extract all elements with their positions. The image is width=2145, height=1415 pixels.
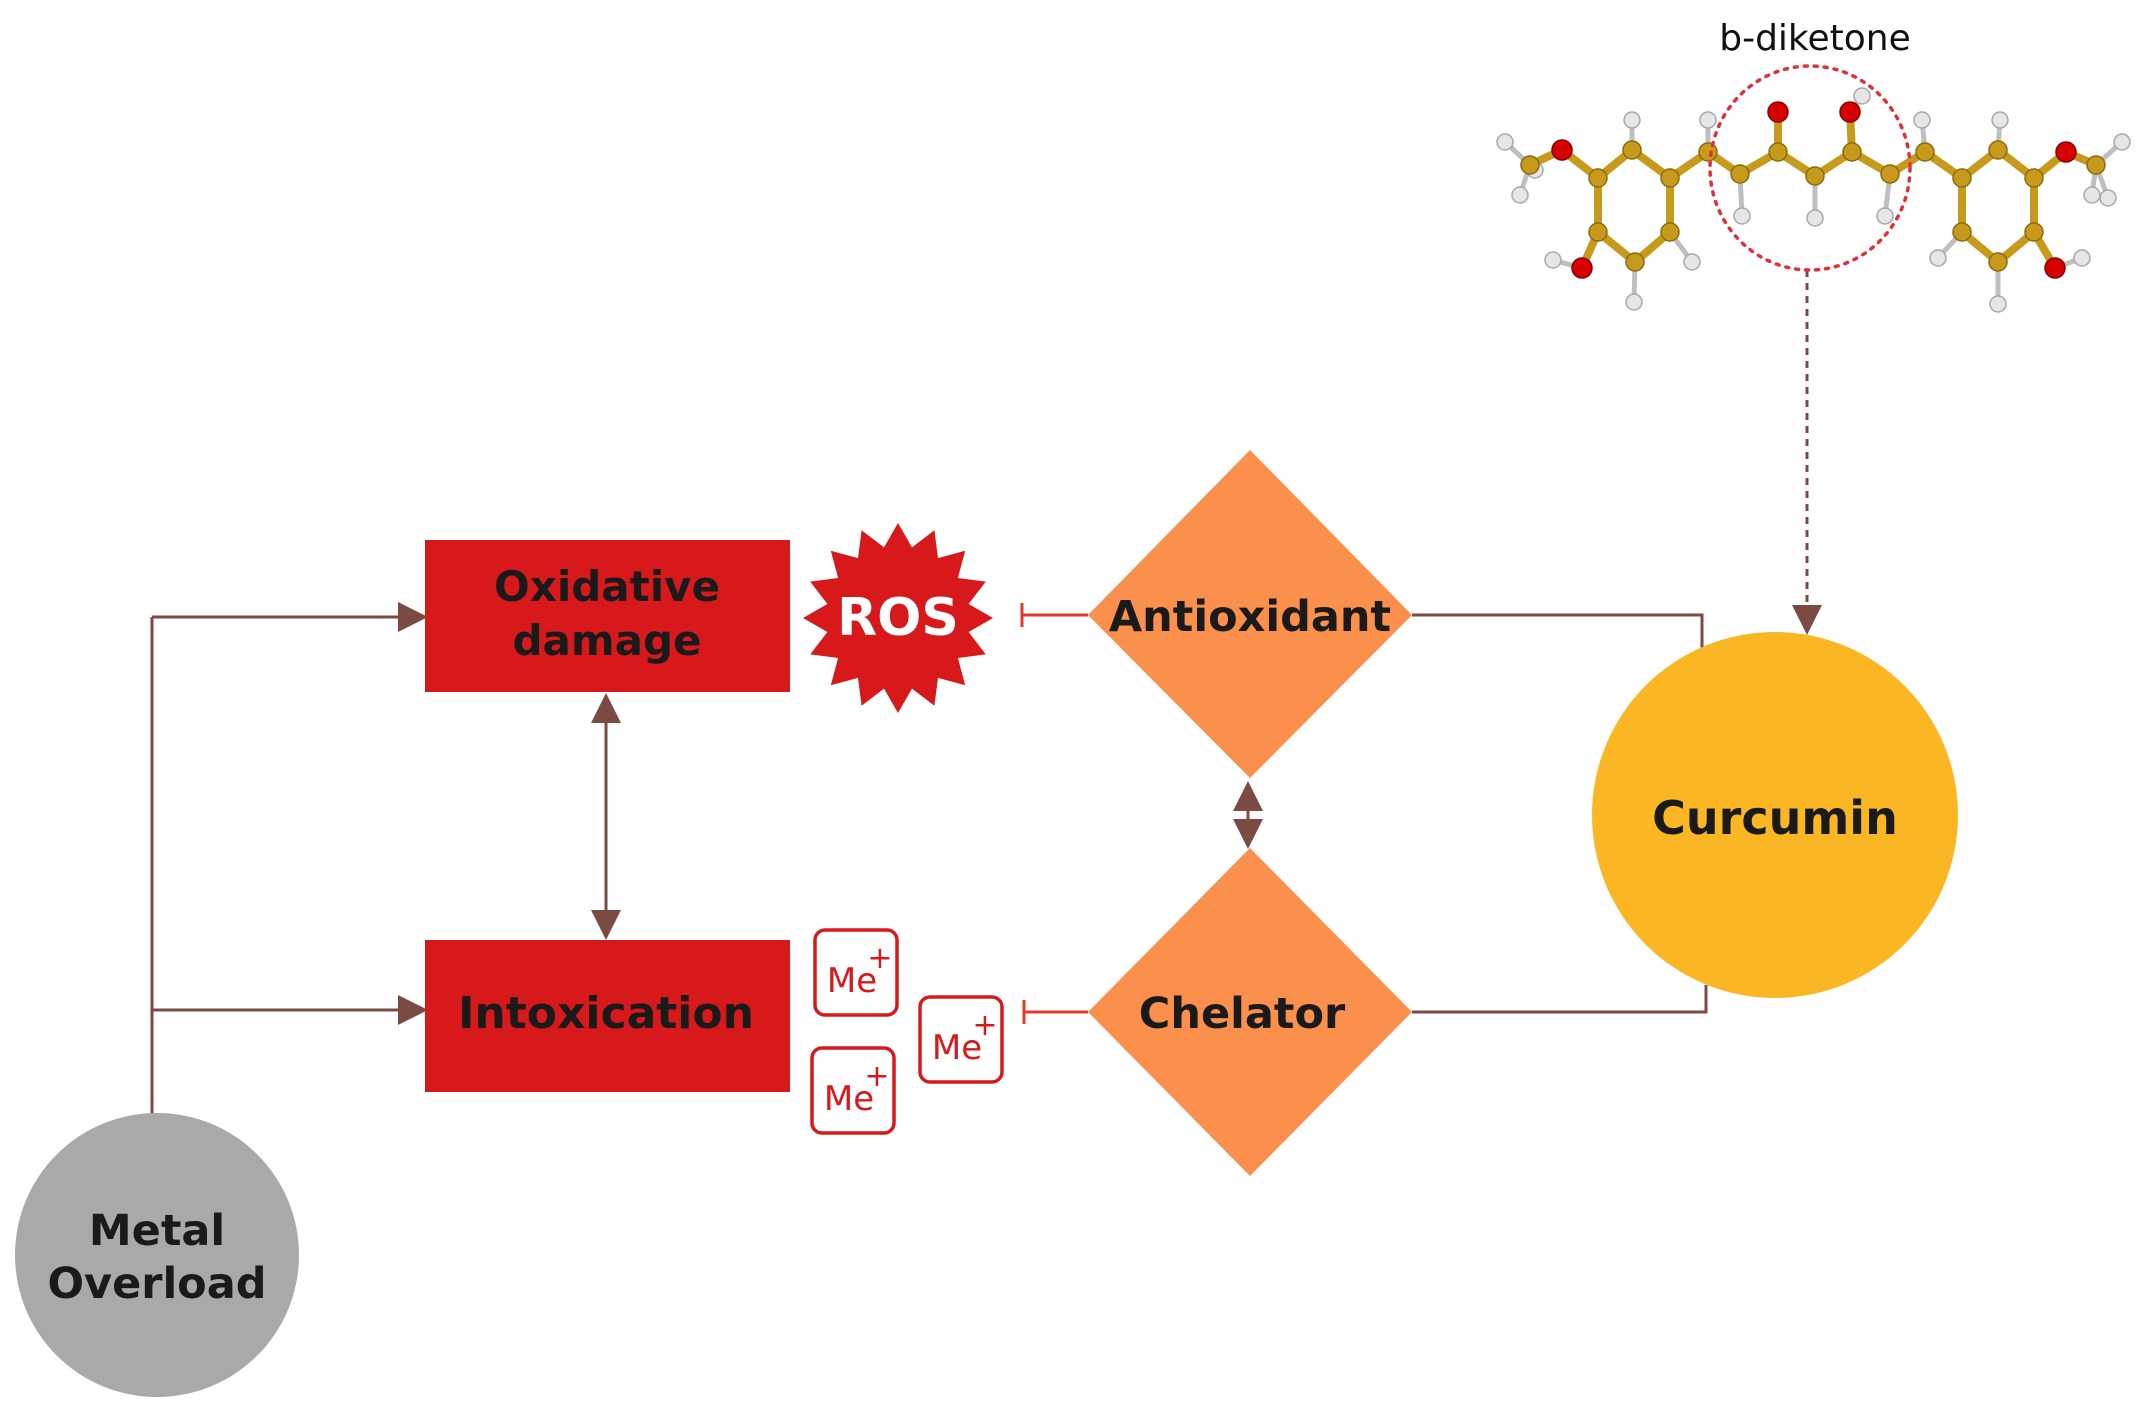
antioxidant-label: Antioxidant bbox=[1109, 592, 1391, 642]
metal-ion-1-charge: + bbox=[867, 941, 892, 976]
b-diketone-label: b-diketone bbox=[1719, 18, 1911, 59]
hydrogen-atom bbox=[2099, 189, 2117, 207]
hydrogen-atom bbox=[2083, 186, 2101, 204]
metal-ion-2: Me + bbox=[810, 1046, 896, 1135]
hydrogen-atom bbox=[1853, 87, 1871, 105]
hydrogen-atom bbox=[1913, 111, 1931, 129]
chelator-diamond: Chelator bbox=[1088, 848, 1412, 1176]
carbon-atom bbox=[1952, 168, 1972, 188]
oxygen-atom bbox=[2055, 141, 2077, 163]
carbon-atom bbox=[2024, 222, 2044, 242]
oxidative-damage-label-line1: Oxidative bbox=[494, 562, 720, 611]
oxygen-atom bbox=[2044, 257, 2066, 279]
b-diketone-annotation: b-diketone bbox=[1708, 18, 1912, 272]
hydrogen-atom bbox=[1496, 133, 1514, 151]
carbon-atom bbox=[2086, 155, 2106, 175]
carbon-atom bbox=[1952, 222, 1972, 242]
metal-ion-3: Me + bbox=[918, 995, 1004, 1084]
hydrogen-atom bbox=[1989, 295, 2007, 313]
hydrogen-atom bbox=[2113, 133, 2131, 151]
connectors bbox=[150, 270, 1822, 1115]
intoxication-label: Intoxication bbox=[458, 988, 754, 1039]
line-antioxidant-curcumin bbox=[1412, 613, 1704, 652]
oxygen-atom bbox=[1551, 139, 1573, 161]
carbon-atom bbox=[1915, 142, 1935, 162]
carbon-atom bbox=[1588, 222, 1608, 242]
carbon-atom bbox=[1698, 142, 1718, 162]
metal-overload-label-line2: Overload bbox=[47, 1259, 266, 1309]
carbon-atom bbox=[1988, 252, 2008, 272]
metal-overload-circle: Metal Overload bbox=[15, 1113, 299, 1397]
oxygen-atom bbox=[1839, 101, 1861, 123]
carbon-atom bbox=[1988, 140, 2008, 160]
hydrogen-atom bbox=[1699, 111, 1717, 129]
oxygen-atom bbox=[1571, 257, 1593, 279]
hydrogen-atom bbox=[1806, 209, 1824, 227]
carbon-atom bbox=[1520, 155, 1540, 175]
metal-ion-2-charge: + bbox=[864, 1059, 889, 1094]
hydrogen-atom bbox=[1876, 207, 1894, 225]
carbon-atom bbox=[1805, 166, 1825, 186]
hydrogen-atom bbox=[2073, 249, 2091, 267]
carbon-atom bbox=[1660, 168, 1680, 188]
carbon-atom bbox=[1625, 252, 1645, 272]
chelator-label: Chelator bbox=[1139, 989, 1346, 1039]
carbon-atom bbox=[1622, 140, 1642, 160]
carbon-atom bbox=[1730, 164, 1750, 184]
carbon-atom bbox=[1880, 164, 1900, 184]
curcumin-label: Curcumin bbox=[1652, 791, 1898, 845]
metal-ion-1-symbol: Me bbox=[827, 961, 877, 1001]
ros-label: ROS bbox=[837, 588, 959, 648]
metal-ion-3-symbol: Me bbox=[932, 1028, 982, 1068]
curcumin-molecule-model bbox=[1496, 87, 2131, 313]
carbon-atom bbox=[2024, 168, 2044, 188]
metal-ion-2-symbol: Me bbox=[824, 1079, 874, 1119]
line-chelator-curcumin bbox=[1412, 985, 1708, 1014]
hydrogen-atom bbox=[1544, 251, 1562, 269]
carbon-atom bbox=[1842, 142, 1862, 162]
metal-overload-label-line1: Metal bbox=[89, 1206, 225, 1256]
ros-starburst: ROS bbox=[803, 523, 993, 713]
hydrogen-atom bbox=[1683, 253, 1701, 271]
carbon-atom bbox=[1768, 142, 1788, 162]
b-diketone-highlight-circle bbox=[1708, 64, 1912, 272]
inhibition-lines bbox=[1020, 603, 1088, 1024]
antioxidant-diamond: Antioxidant bbox=[1088, 450, 1412, 778]
metal-ion-1: Me + bbox=[813, 928, 899, 1017]
hydrogen-atom bbox=[1511, 186, 1529, 204]
hydrogen-atom bbox=[1929, 249, 1947, 267]
oxidative-damage-label-line2: damage bbox=[512, 616, 701, 665]
hydrogen-atom bbox=[1991, 111, 2009, 129]
metal-ion-3-charge: + bbox=[972, 1008, 997, 1043]
hydrogen-atom bbox=[1733, 207, 1751, 225]
carbon-atom bbox=[1588, 168, 1608, 188]
hydrogen-atom bbox=[1625, 293, 1643, 311]
carbon-atom bbox=[1660, 222, 1680, 242]
oxygen-atom bbox=[1767, 101, 1789, 123]
hydrogen-atom bbox=[1623, 111, 1641, 129]
curcumin-circle: Curcumin bbox=[1592, 632, 1958, 998]
intoxication-box: Intoxication bbox=[425, 940, 790, 1092]
oxidative-damage-box: Oxidative damage bbox=[425, 540, 790, 692]
